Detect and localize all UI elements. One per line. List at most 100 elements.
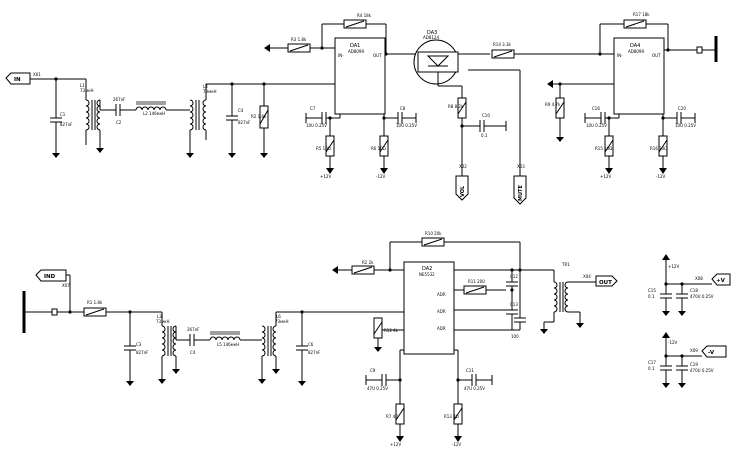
c10-ref: C10 — [482, 113, 490, 118]
l4-val: 73мкH — [203, 89, 217, 94]
c3-val: 827nF — [136, 350, 149, 355]
r1-label: R1 1.8k — [87, 300, 103, 305]
r6-label: R6 10Ω — [371, 146, 386, 151]
da2-pin-b: ADR — [437, 309, 446, 314]
minus12v-a: -12V — [376, 174, 386, 179]
da4-section: R9 4.7k R17 18k DA4 AD8099 IN- OUT C16 1… — [545, 12, 718, 179]
port-vol-label: VOL — [460, 185, 466, 197]
minus12v-b: -12V — [656, 174, 666, 179]
da2-pin-c: ADR — [437, 326, 446, 331]
bottom-input-section: IND X07 R1 1.8k C3 827nF L3 73мкH — [22, 269, 404, 387]
c6-val: 827nF — [308, 350, 321, 355]
da4-ref: DA4 — [630, 43, 640, 49]
top-input-section: IN X01 C1 827nF L1 73мкH 267nF C2 — [5, 72, 335, 159]
plus12v-b: +12V — [600, 174, 611, 179]
port-minusv-label: -V — [708, 350, 715, 356]
c7-val: 10U 0.25V — [306, 123, 327, 128]
c18-val: 470U 0.25V — [690, 294, 714, 299]
x08-label: X08 — [695, 276, 703, 281]
r13-label: R13 4Ω — [444, 414, 459, 419]
c16-ref: C16 — [592, 106, 600, 111]
c19-ref: C19 — [690, 362, 698, 367]
r15-label: R15 10Ω — [595, 146, 612, 151]
l3b-ref: L3 — [157, 314, 162, 319]
c20-ref: C20 — [678, 106, 686, 111]
c11-ref: C11 — [466, 368, 474, 373]
r3-label: R3 1.8k — [291, 37, 307, 42]
c4-ref: C4 — [238, 108, 244, 113]
da1-pin-in: IN- — [338, 53, 344, 58]
x02-label: X02 — [459, 164, 467, 169]
c4b-val: 267nF — [187, 327, 200, 332]
r5-label: R5 10Ω — [316, 146, 331, 151]
r7b-label: R7 4Ω — [386, 414, 398, 419]
da4-part: AD8099 — [628, 49, 644, 54]
r9-label: R9 4.7k — [545, 102, 561, 107]
port-out-label: OUT — [599, 280, 612, 286]
c1-ref: C1 — [60, 112, 66, 117]
output-transformer: TR1 X04 OUT — [539, 262, 618, 335]
c9-val: 47U 0.25V — [367, 386, 388, 391]
port-minusv[interactable] — [701, 345, 727, 358]
c3-ref: C3 — [136, 342, 142, 347]
r4-label: R4 18k — [357, 13, 372, 18]
r16-label: R16 10Ω — [650, 146, 667, 151]
c2-ref: C2 — [116, 120, 122, 125]
r2b-label: R2 2k — [362, 260, 374, 265]
l6-ref: L6 — [276, 314, 281, 319]
tr1-ref: TR1 — [561, 262, 570, 267]
l3b-val: 73мкH — [156, 319, 170, 324]
c20-val: 10U 0.25V — [675, 123, 696, 128]
plus12v-a: +12V — [320, 174, 331, 179]
x09-label: X09 — [690, 348, 698, 353]
da1-pin-out: OUT — [373, 53, 382, 58]
da3-part: AD8124 — [423, 35, 439, 40]
port-out[interactable] — [595, 275, 618, 287]
da2-pin-a: ADR — [437, 292, 446, 297]
c17-val: 0.1 — [648, 366, 655, 371]
c4b-ref: C4 — [190, 350, 196, 355]
da2-ref: DA2 — [422, 266, 432, 272]
c8-ref: C8 — [400, 106, 406, 111]
x07-label: X07 — [62, 283, 70, 288]
r8-label: R8 8.2k — [448, 104, 464, 109]
da4-chip[interactable] — [613, 37, 665, 115]
c13-ref: C13 — [510, 302, 518, 307]
c11-val: 47U 0.25V — [464, 386, 485, 391]
r10-label: R10 20k — [425, 231, 442, 236]
port-mute[interactable] — [513, 175, 527, 205]
r-shunt-label: R2 1.8k — [251, 114, 267, 119]
c12-ref: C12 — [510, 274, 518, 279]
port-plusv[interactable] — [711, 273, 731, 286]
c9-ref: C9 — [370, 368, 376, 373]
x03-label: X03 — [517, 164, 525, 169]
c1-val: 827nF — [60, 122, 73, 127]
x04-label: X04 — [583, 274, 591, 279]
da4-pin-out: OUT — [652, 53, 661, 58]
da3-ref: DA3 — [427, 30, 437, 36]
l6-val: 73мкH — [275, 319, 289, 324]
da1-chip[interactable] — [334, 37, 386, 115]
port-in-label: IN — [14, 77, 21, 83]
r12-label: R12 4k — [384, 328, 399, 333]
l2-label: L2 146мкH — [143, 111, 165, 116]
plus12v-c: +12V — [390, 442, 401, 447]
c17-ref: C17 — [648, 360, 656, 365]
da2-chip[interactable] — [403, 261, 455, 355]
port-mute-label: MUTE — [518, 185, 524, 201]
x01-label: X01 — [33, 72, 41, 77]
da1-ref: DA1 — [350, 43, 360, 49]
c2-val: 267nF — [113, 97, 126, 102]
c18-ref: C18 — [690, 288, 698, 293]
pwr-m12: -12V — [668, 340, 678, 345]
l4-ref: L4 — [203, 84, 208, 89]
pwr-p12: +12V — [668, 264, 679, 269]
da1-part: AD8099 — [348, 49, 364, 54]
port-vol[interactable] — [455, 175, 469, 201]
r14-label: R14 3.3k — [493, 42, 512, 47]
c6-ref: C6 — [308, 342, 314, 347]
da2-part: NE5532 — [419, 272, 435, 277]
c15-ref: C15 — [648, 288, 656, 293]
